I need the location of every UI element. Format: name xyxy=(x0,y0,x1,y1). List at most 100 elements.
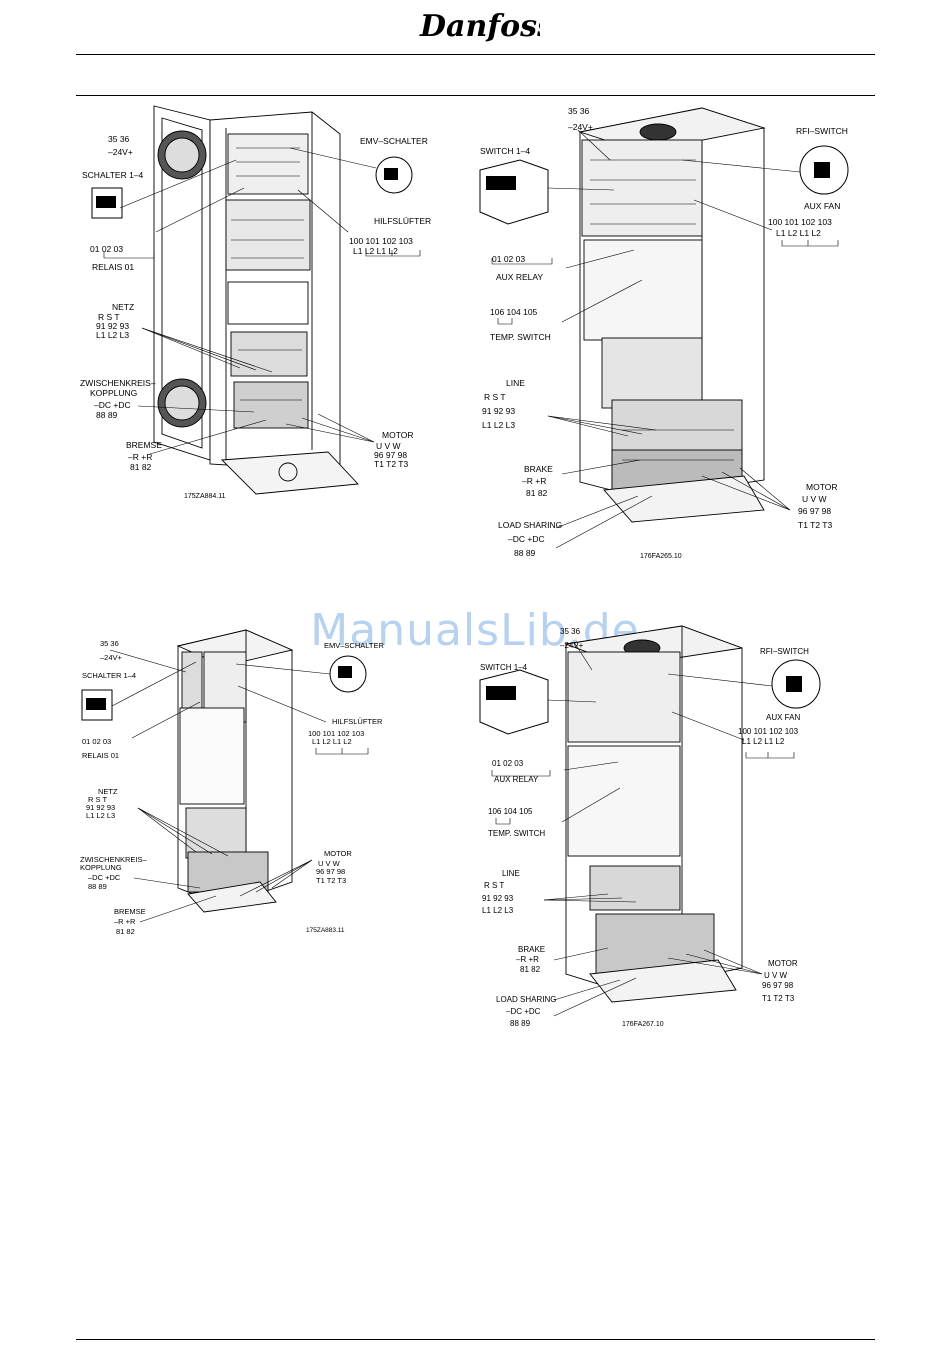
relay-label: RELAIS 01 xyxy=(92,262,134,272)
switch-icon xyxy=(86,698,106,710)
temp-numbers: 106 104 105 xyxy=(488,807,533,816)
motor-phases: T1 T2 T3 xyxy=(798,520,832,530)
fan-label: AUX FAN xyxy=(766,713,800,722)
motor-numbers: 96 97 98 xyxy=(762,981,794,990)
switch-label: SWITCH 1–4 xyxy=(480,663,528,672)
switch-callout xyxy=(479,159,549,225)
line-label: NETZ xyxy=(112,302,134,312)
dc-numbers: 88 89 xyxy=(96,410,118,420)
load-sharing-label: LOAD SHARING xyxy=(496,995,556,1004)
rfi-switch-icon xyxy=(786,676,802,692)
component-details xyxy=(590,159,734,461)
brake-polarity: –R +R xyxy=(522,476,546,486)
switch-icon xyxy=(96,196,116,208)
fan-phases: L1 L2 L1 L2 xyxy=(776,228,821,238)
dc-label-1: ZWISCHENKREIS– xyxy=(80,378,156,388)
line-label: LINE xyxy=(506,378,525,388)
line-phases: L1 L2 L3 xyxy=(96,330,129,340)
cabinet-drawing xyxy=(176,629,294,913)
line-rst: R S T xyxy=(484,881,504,890)
rfi-switch-icon xyxy=(338,666,352,678)
component-details xyxy=(231,147,304,401)
motor-uvw: U V W xyxy=(318,859,341,868)
switch-label: SCHALTER 1–4 xyxy=(82,671,136,680)
dc-label-2: KOPPLUNG xyxy=(90,388,137,398)
line-label: LINE xyxy=(502,869,520,878)
relay-label: RELAIS 01 xyxy=(82,751,119,760)
line-numbers: 91 92 93 xyxy=(482,894,514,903)
switch-callout xyxy=(479,669,549,735)
brake-numbers: 81 82 xyxy=(130,462,152,472)
line-numbers: 91 92 93 xyxy=(86,803,115,812)
rfi-switch-icon xyxy=(814,162,830,178)
brake-label: BREMSE xyxy=(126,440,162,450)
motor-numbers: 96 97 98 xyxy=(316,867,345,876)
leader-lines xyxy=(103,147,421,455)
leader-lines xyxy=(491,641,795,1017)
brake-label: BREMSE xyxy=(114,907,146,916)
relay-numbers: 01 02 03 xyxy=(492,254,525,264)
relay-numbers: 01 02 03 xyxy=(492,759,524,768)
motor-label: MOTOR xyxy=(806,482,837,492)
motor-uvw: U V W xyxy=(376,441,401,451)
rfi-switch-icon xyxy=(384,168,398,180)
dc-numbers: 88 89 xyxy=(88,882,107,891)
header-rule-bottom xyxy=(76,95,875,96)
brake-label: BRAKE xyxy=(518,945,545,954)
motor-numbers: 96 97 98 xyxy=(374,450,407,460)
diagram-top-left: 35 36 –24V+ SCHALTER 1–4 01 02 03 RELAIS… xyxy=(80,105,431,500)
dc-label-1: ZWISCHENKREIS– xyxy=(80,855,148,864)
danfoss-logo: Danfoss xyxy=(419,9,540,44)
cabinet-drawing xyxy=(578,107,766,523)
line-rst: R S T xyxy=(88,795,107,804)
temp-label: TEMP. SWITCH xyxy=(490,332,551,342)
brand-logo-text: Danfoss xyxy=(419,9,540,44)
motor-label: MOTOR xyxy=(324,849,352,858)
motor-label: MOTOR xyxy=(768,959,798,968)
brake-label: BRAKE xyxy=(524,464,553,474)
terminal-35-36: 35 36 xyxy=(108,134,130,144)
fan-label: AUX FAN xyxy=(804,201,840,211)
brake-numbers: 81 82 xyxy=(526,488,548,498)
terminal-24v: –24V+ xyxy=(108,147,133,157)
line-numbers: 91 92 93 xyxy=(482,406,515,416)
line-rst: R S T xyxy=(98,312,120,322)
cabinet-drawing xyxy=(564,625,743,1003)
line-phases: L1 L2 L3 xyxy=(482,420,515,430)
load-sharing-numbers: 88 89 xyxy=(514,548,536,558)
terminal-24v: –24V+ xyxy=(560,641,584,650)
terminal-35-36: 35 36 xyxy=(100,639,119,648)
line-phases: L1 L2 L3 xyxy=(86,811,115,820)
terminal-35-36: 35 36 xyxy=(568,106,590,116)
fan-phases: L1 L2 L1 L2 xyxy=(742,737,785,746)
motor-phases: T1 T2 T3 xyxy=(762,994,795,1003)
brake-numbers: 81 82 xyxy=(520,965,541,974)
leader-lines xyxy=(491,129,839,549)
motor-label: MOTOR xyxy=(382,430,413,440)
diagram-top-right: 35 36 –24V+ SWITCH 1–4 01 02 03 AUX RELA… xyxy=(479,106,849,560)
dc-label-2: KOPPLUNG xyxy=(80,863,122,872)
rfi-switch-label: RFI–SWITCH xyxy=(796,126,848,136)
motor-phases: T1 T2 T3 xyxy=(374,459,408,469)
switch-label: SWITCH 1–4 xyxy=(480,146,530,156)
terminal-24v: –24V+ xyxy=(568,122,593,132)
fan-numbers: 100 101 102 103 xyxy=(738,727,799,736)
figure-code: 176FA267.10 xyxy=(622,1021,664,1028)
relay-label: AUX RELAY xyxy=(494,775,539,784)
footer-rule xyxy=(76,1339,875,1340)
load-sharing-numbers: 88 89 xyxy=(510,1019,531,1028)
temp-label: TEMP. SWITCH xyxy=(488,829,545,838)
diagram-bottom-left: 35 36 –24V+ SCHALTER 1–4 01 02 03 RELAIS… xyxy=(80,629,384,936)
dc-polarity: –DC +DC xyxy=(88,873,121,882)
line-label: NETZ xyxy=(98,787,118,796)
load-sharing-label: LOAD SHARING xyxy=(498,520,562,530)
rfi-switch-label: EMV–SCHALTER xyxy=(324,641,384,650)
motor-uvw: U V W xyxy=(764,971,788,980)
motor-numbers: 96 97 98 xyxy=(798,506,831,516)
relay-label: AUX RELAY xyxy=(496,272,543,282)
brake-polarity: –R +R xyxy=(516,955,539,964)
motor-phases: T1 T2 T3 xyxy=(316,876,346,885)
load-sharing-polarity: –DC +DC xyxy=(508,534,545,544)
fan-numbers: 100 101 102 103 xyxy=(308,729,364,738)
fan-numbers: 100 101 102 103 xyxy=(349,236,413,246)
